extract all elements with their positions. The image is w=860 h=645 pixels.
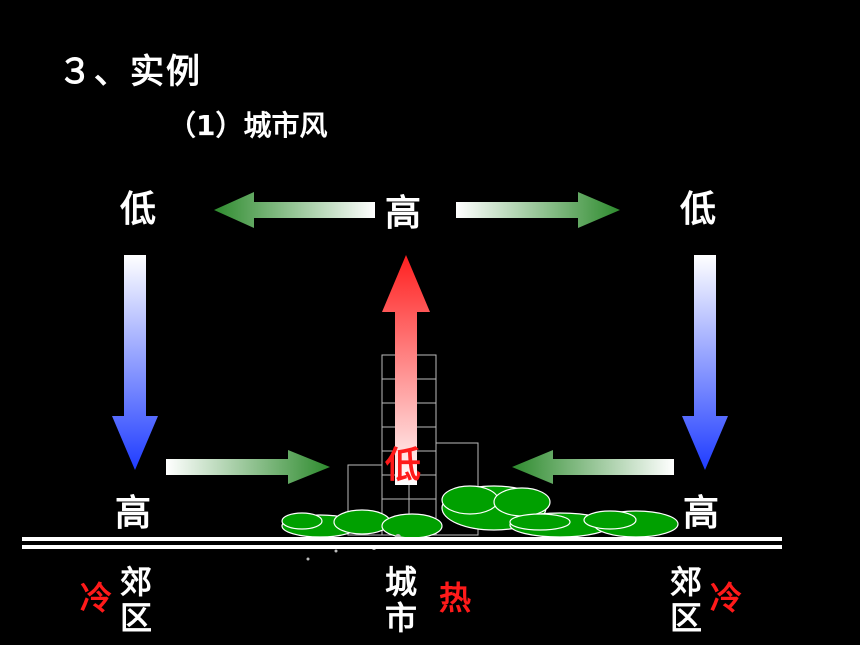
arrow-top-right [456,192,620,228]
arrow-down-left [112,255,158,470]
arrow-down-right [682,255,728,470]
page-subtitle: （1）城市风 [168,109,328,142]
page-title: ３、实例 [58,52,202,92]
arrow-bottom-right [512,450,674,484]
city-trees [281,485,679,539]
pressure-label-top-left: 低 [120,189,157,230]
ground-line [22,537,782,549]
area-label-left: 郊区 [119,563,152,637]
area-label-right: 郊区 [669,563,702,637]
temp-label-right: 冷 [709,579,742,617]
pressure-label-bottom-left: 高 [115,493,152,534]
pressure-label-bottom-right: 高 [683,493,720,534]
pressure-label-bottom-center: 低 [385,445,422,486]
temp-label-left: 冷 [79,579,112,617]
area-label-center: 城市 [384,563,417,637]
arrow-bottom-left [166,450,330,484]
pressure-label-top-right: 低 [680,189,717,230]
arrow-top-left [214,192,375,228]
pressure-label-top-center: 高 [385,193,422,234]
arrow-up-center [382,255,430,485]
temp-label-center: 热 [438,579,471,617]
